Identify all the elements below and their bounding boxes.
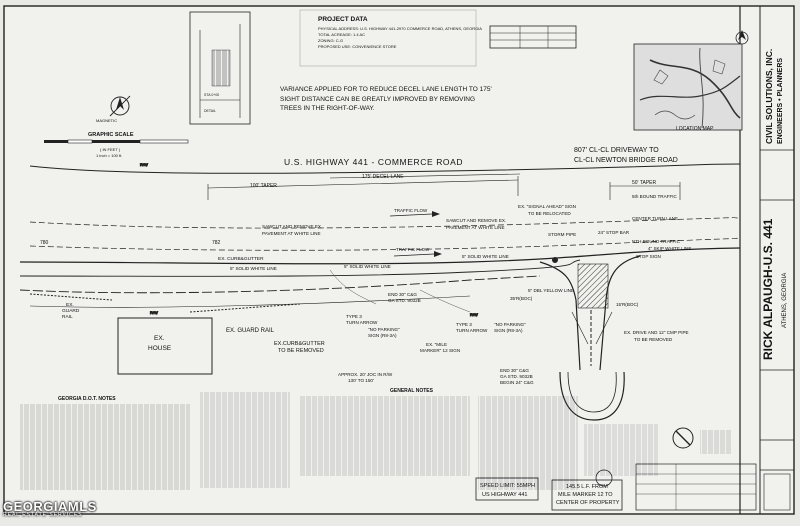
curb-removal-note-2: TO BE REMOVED — [278, 348, 324, 354]
svg-text:CENTER OF PROPERTY: CENTER OF PROPERTY — [556, 500, 620, 506]
storm-pipe-note: STORM PIPE — [548, 232, 576, 237]
mile-marker-note-2: MARKER" 12 SIGN — [420, 348, 460, 353]
variance-note: VARIANCE APPLIED FOR TO REDUCE DECEL LAN… — [280, 86, 492, 93]
center-turn-label: CENTER TURN LANE — [632, 216, 678, 221]
project-data-line: PROPOSED USE: CONVENIENCE STORE — [318, 44, 397, 49]
project-title: RICK ALPAUGH-U.S. 441 — [761, 218, 775, 360]
northbound-label: NTH BOUND TRAFFIC — [632, 239, 681, 244]
highway-name: U.S. HIGHWAY 441 - COMMERCE ROAD — [284, 157, 463, 167]
drive-removal-note: EX. DRIVE AND 12" CMP PIPE — [624, 330, 689, 335]
sawcut-note-1: SAWCUT AND REMOVE EX. — [262, 224, 322, 229]
sight-distance-note: SIGHT DISTANCE CAN BE GREATLY IMPROVED B… — [280, 96, 475, 103]
svg-text:DETAIL: DETAIL — [204, 109, 216, 113]
georgia-dot-notes: GEORGIA D.O.T. NOTES — [20, 396, 190, 490]
svg-text:GENERAL NOTES: GENERAL NOTES — [390, 388, 434, 394]
taper-50-label: 50' TAPER — [632, 180, 657, 186]
svg-text:GUARD: GUARD — [62, 308, 80, 314]
skip-line-label: 4" SKIP WHITE LINE — [648, 246, 691, 251]
stop-bar-note: 24" STOP BAR — [598, 230, 630, 235]
end-curb-note: END 30" C&G — [388, 292, 417, 297]
turn-arrow-note-1b: TURN ARROW — [346, 320, 378, 325]
radius-15-note: 15'R(BOC) — [616, 302, 639, 307]
signal-ahead-note: EX. "SIGNAL AHEAD" SIGN — [518, 204, 576, 209]
radius-35-note: 35'R(BOC) — [510, 296, 533, 301]
graphic-scale-ratio: 1 inch = 100 ft. — [96, 153, 122, 158]
sawcut-note-2: SAWCUT AND REMOVE EX. — [446, 218, 506, 223]
firm-tagline: ENGINEERS • PLANNERS — [777, 58, 784, 144]
general-notes: GENERAL NOTES — [300, 388, 470, 476]
row-label: R/W — [470, 312, 478, 317]
driveway-note-2: CL-CL NEWTON BRIDGE ROAD — [574, 157, 678, 164]
svg-text:EX.: EX. — [66, 302, 74, 308]
svg-text:EX.: EX. — [154, 335, 165, 342]
end-curb-note-2: END 30" C&G — [500, 368, 529, 373]
drive-removal-note-2: TO BE REMOVED — [634, 337, 673, 342]
signal-ahead-note-2: TO BE RELOCATED — [528, 211, 571, 216]
contour-label: 782 — [212, 240, 221, 246]
svg-text:GEORGIA D.O.T. NOTES: GEORGIA D.O.T. NOTES — [58, 396, 116, 402]
svg-text:STA 0+00: STA 0+00 — [204, 93, 219, 97]
solid-line-note-2: 5" SOLID WHITE LINE — [344, 264, 391, 269]
project-data-heading: PROJECT DATA — [318, 16, 368, 23]
sight-distance-note-2: TREES IN THE RIGHT-OF-WAY. — [280, 105, 375, 112]
turn-arrow-note-1: TYPE 3 — [346, 314, 362, 319]
guard-rail-label: EX. GUARD RAIL — [226, 328, 275, 334]
svg-text:TRAFFIC FLOW: TRAFFIC FLOW — [396, 247, 430, 252]
svg-text:MILE MARKER 12 TO: MILE MARKER 12 TO — [558, 492, 613, 498]
firm-name: CIVIL SOLUTIONS, INC. — [764, 49, 774, 144]
solid-line-note-3: 5" SOLID WHITE LINE — [462, 254, 509, 259]
notes-column-2 — [200, 392, 290, 488]
begin-curb-note: BEGIN 24" C&G — [500, 380, 534, 385]
yellow-line-note: 5" DBL YELLOW LINE — [528, 288, 574, 293]
project-data-line: TOTAL ACREAGE: 1.4 AC — [318, 32, 365, 37]
solid-line-note-1: 5" SOLID WHITE LINE — [230, 266, 277, 271]
svg-text:US HIGHWAY 441: US HIGHWAY 441 — [482, 492, 527, 498]
location-map: LOCATION MAP — [634, 44, 742, 132]
turn-arrow-note-2b: TURN ARROW — [456, 328, 488, 333]
joc-note-2: 130' TO 150' — [348, 378, 374, 383]
location-map-label: LOCATION MAP — [676, 126, 714, 132]
mls-watermark: GEORGIAMLS REAL ESTATE SERVICES — [3, 499, 97, 518]
ga-std-note-2: GA STD. 9032B — [500, 374, 533, 379]
svg-text:HOUSE: HOUSE — [148, 345, 172, 352]
svg-text:TRAFFIC FLOW: TRAFFIC FLOW — [394, 208, 428, 213]
svg-text:SPEED LIMIT: 55MPH: SPEED LIMIT: 55MPH — [480, 483, 535, 489]
turn-arrow-note-2: TYPE 3 — [456, 322, 472, 327]
curb-gutter-note: EX. CURB&GUTTER — [218, 256, 264, 262]
svg-text:RAIL: RAIL — [62, 314, 73, 320]
no-parking-note-1: "NO PARKING" — [368, 327, 400, 332]
no-parking-note-2: "NO PARKING" — [494, 322, 526, 327]
row-label: R/W — [140, 162, 148, 167]
no-parking-note-2b: SIGN (R8-3A) — [494, 328, 523, 333]
driveway-note: 807' CL-CL DRIVEWAY TO — [574, 147, 659, 154]
curb-removal-note: EX.CURB&GUTTER — [274, 341, 325, 347]
sawcut-note-2b: PAVEMENT AT WHITE LINE — [446, 225, 505, 230]
graphic-scale-units: ( IN FEET ) — [100, 147, 121, 152]
contour-label: 780 — [40, 240, 49, 246]
row-label: R/W — [150, 310, 158, 315]
no-parking-note-1b: SIGN (R8-3A) — [368, 333, 397, 338]
project-data-line: ZONING: C-G — [318, 38, 343, 43]
joc-note: APPROX. 20' JOC IN R/W — [338, 372, 393, 377]
taper-100-label: 100' TAPER — [250, 183, 277, 189]
north-arrow-label: MAGNETIC — [96, 118, 117, 123]
graphic-scale-label: GRAPHIC SCALE — [88, 132, 134, 138]
svg-text:145.5 L.F. FROM: 145.5 L.F. FROM — [566, 484, 608, 490]
decel-lane-label: 175' DECEL LANE — [362, 174, 404, 180]
sawcut-note-1b: PAVEMENT AT WHITE LINE — [262, 231, 321, 236]
project-data-line: PHYSICAL ADDRESS: U.S. HIGHWAY 441-2970 … — [318, 26, 482, 31]
ga-std-note: GA STD. 9032B — [388, 298, 421, 303]
project-city: ATHENS, GEORGIA — [782, 273, 788, 328]
southbound-label: 5th BOUND TRAFFIC — [632, 194, 678, 199]
mile-marker-note: EX. "MILE — [426, 342, 447, 347]
